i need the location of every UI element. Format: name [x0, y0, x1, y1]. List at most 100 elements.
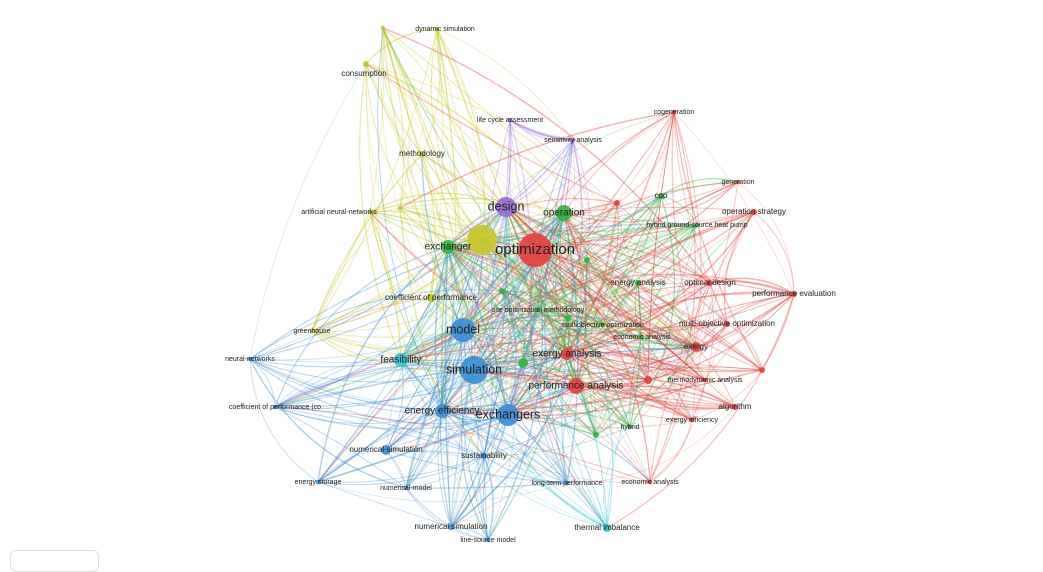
node-greenhouse[interactable]: [309, 328, 315, 334]
node-label[interactable]: exergy analysis: [533, 349, 602, 360]
node-label[interactable]: cogeneration: [654, 109, 695, 116]
node-life-cycle-assessment[interactable]: [507, 117, 513, 123]
node-label[interactable]: neural-networks: [225, 356, 275, 363]
node-sustainability[interactable]: [481, 453, 487, 459]
node-energy-storage[interactable]: [315, 479, 321, 485]
node-energy-efficiency[interactable]: [435, 404, 449, 418]
node-thermodynamic-analysis[interactable]: [702, 377, 708, 383]
corner-control-box[interactable]: [10, 550, 99, 572]
node-hybrid[interactable]: [627, 424, 633, 430]
node-label[interactable]: hybrid: [620, 424, 639, 431]
node-unlabeled[interactable]: [499, 288, 505, 294]
node-label[interactable]: simulation: [446, 362, 502, 376]
node-label[interactable]: sensitivity analysis: [544, 137, 602, 144]
node-label[interactable]: life cycle assessment: [477, 117, 543, 124]
keyword-cooccurrence-network[interactable]: dynamic simulation consumption life cycle …: [0, 0, 1043, 554]
node-label[interactable]: energy storage: [295, 479, 342, 486]
node-consumption[interactable]: [363, 61, 369, 67]
node-optimization[interactable]: [518, 233, 552, 267]
node-numerical-simulation[interactable]: [448, 524, 454, 530]
node-exchanger[interactable]: [441, 240, 455, 254]
node-label[interactable]: algorithm: [719, 402, 752, 411]
node-label[interactable]: operation strategy: [722, 207, 786, 216]
node-label[interactable]: consumption: [341, 69, 386, 78]
node-label[interactable]: economic analysis: [621, 479, 679, 486]
node-algorithm[interactable]: [732, 404, 738, 410]
node-coefficient-of-performance-co[interactable]: [272, 404, 278, 410]
node-label[interactable]: exergy efficiency: [666, 417, 719, 424]
node-long-term-performance[interactable]: [564, 480, 570, 486]
node-label[interactable]: site optimization methodology: [492, 307, 585, 314]
node-label[interactable]: performance analysis: [528, 381, 623, 392]
node-label[interactable]: long-term performance: [532, 480, 603, 487]
node-site-optimization-methodology[interactable]: [535, 307, 541, 313]
node-unlabeled[interactable]: [584, 257, 590, 263]
node-label[interactable]: cop: [655, 191, 668, 200]
node-hybrid-ground-source-heat-pump[interactable]: [694, 222, 700, 228]
node-unlabeled[interactable]: [397, 205, 403, 211]
node-cogeneration[interactable]: [671, 109, 677, 115]
node-label[interactable]: generation: [721, 179, 754, 186]
node-label[interactable]: feasibility: [380, 355, 421, 366]
node-label[interactable]: performance evaluation: [752, 289, 836, 298]
node-neural-networks[interactable]: [247, 356, 253, 362]
node-label[interactable]: optimal design: [684, 278, 736, 287]
node-multi-objective-optimization[interactable]: [724, 321, 730, 327]
node-unlabeled[interactable]: [644, 376, 652, 384]
node-label[interactable]: exchanger: [425, 242, 472, 253]
node-unlabeled[interactable]: [518, 358, 528, 368]
node-label[interactable]: thermodynamic analysis: [667, 377, 743, 384]
node-numerical-model[interactable]: [403, 485, 409, 491]
node-label[interactable]: artificial neural-networks: [301, 209, 377, 216]
node-operation[interactable]: [556, 205, 572, 221]
node-unlabeled[interactable]: [614, 200, 620, 206]
node-label[interactable]: thermal imbalance: [574, 523, 640, 532]
node-label[interactable]: energy efficiency: [405, 406, 480, 417]
node-exergy-analysis[interactable]: [561, 348, 573, 360]
node-design[interactable]: [496, 197, 516, 217]
node-energy-analysis[interactable]: [635, 280, 641, 286]
node-label[interactable]: energy analysis: [610, 278, 666, 287]
node-label[interactable]: greenhouse: [294, 328, 331, 335]
node-label[interactable]: dynamic simulation: [415, 26, 475, 33]
node-simulation[interactable]: [460, 356, 488, 384]
node-artificial-neural-networks[interactable]: [367, 209, 373, 215]
node-label[interactable]: design: [488, 199, 525, 213]
node-label[interactable]: coefficient of performance (co: [229, 404, 321, 411]
node-label[interactable]: exergy: [684, 342, 708, 351]
node-thermal-imbalance[interactable]: [603, 524, 611, 532]
node-performance-analysis[interactable]: [568, 378, 584, 394]
node-sensitivity-analysis[interactable]: [570, 137, 576, 143]
node-label[interactable]: exchangers: [476, 407, 541, 421]
node-unlabeled[interactable]: [565, 315, 571, 321]
node-label[interactable]: hybrid ground-source heat pump: [646, 222, 747, 229]
node-model[interactable]: [451, 318, 475, 342]
node-generation[interactable]: [735, 179, 741, 185]
node-methodology[interactable]: [419, 151, 425, 157]
node-operation-strategy[interactable]: [751, 209, 757, 215]
node-multiobjective-optimization[interactable]: [600, 322, 606, 328]
node-feasibility[interactable]: [394, 353, 408, 367]
node-label[interactable]: sustainability: [461, 451, 507, 460]
node-label[interactable]: operation: [543, 208, 585, 219]
node-label[interactable]: numerical simulation: [415, 522, 488, 531]
node-label[interactable]: multi-objective optimization: [679, 319, 775, 328]
node-unlabeled[interactable]: [380, 25, 386, 31]
node-label[interactable]: coefficient of performance: [385, 293, 477, 302]
node-unlabeled[interactable]: [759, 367, 765, 373]
node-numerical-simulation[interactable]: [381, 445, 391, 455]
node-label[interactable]: numerical-simulation: [349, 445, 422, 454]
node-optimal-design[interactable]: [707, 280, 713, 286]
node-label[interactable]: methodology: [399, 149, 445, 158]
node-label[interactable]: numerical-model: [380, 485, 432, 492]
node-unlabeled[interactable]: [467, 225, 497, 255]
node-label[interactable]: multiobjective optimization: [562, 322, 644, 329]
node-dynamic-simulation[interactable]: [434, 26, 440, 32]
node-label[interactable]: economic analysis: [613, 334, 671, 341]
node-label[interactable]: line-source model: [460, 537, 516, 544]
node-economic-analysis[interactable]: [647, 479, 653, 485]
node-performance-evaluation[interactable]: [791, 291, 797, 297]
node-line-source-model[interactable]: [485, 537, 491, 543]
node-economic-analysis[interactable]: [639, 334, 645, 340]
node-cop[interactable]: [658, 193, 664, 199]
